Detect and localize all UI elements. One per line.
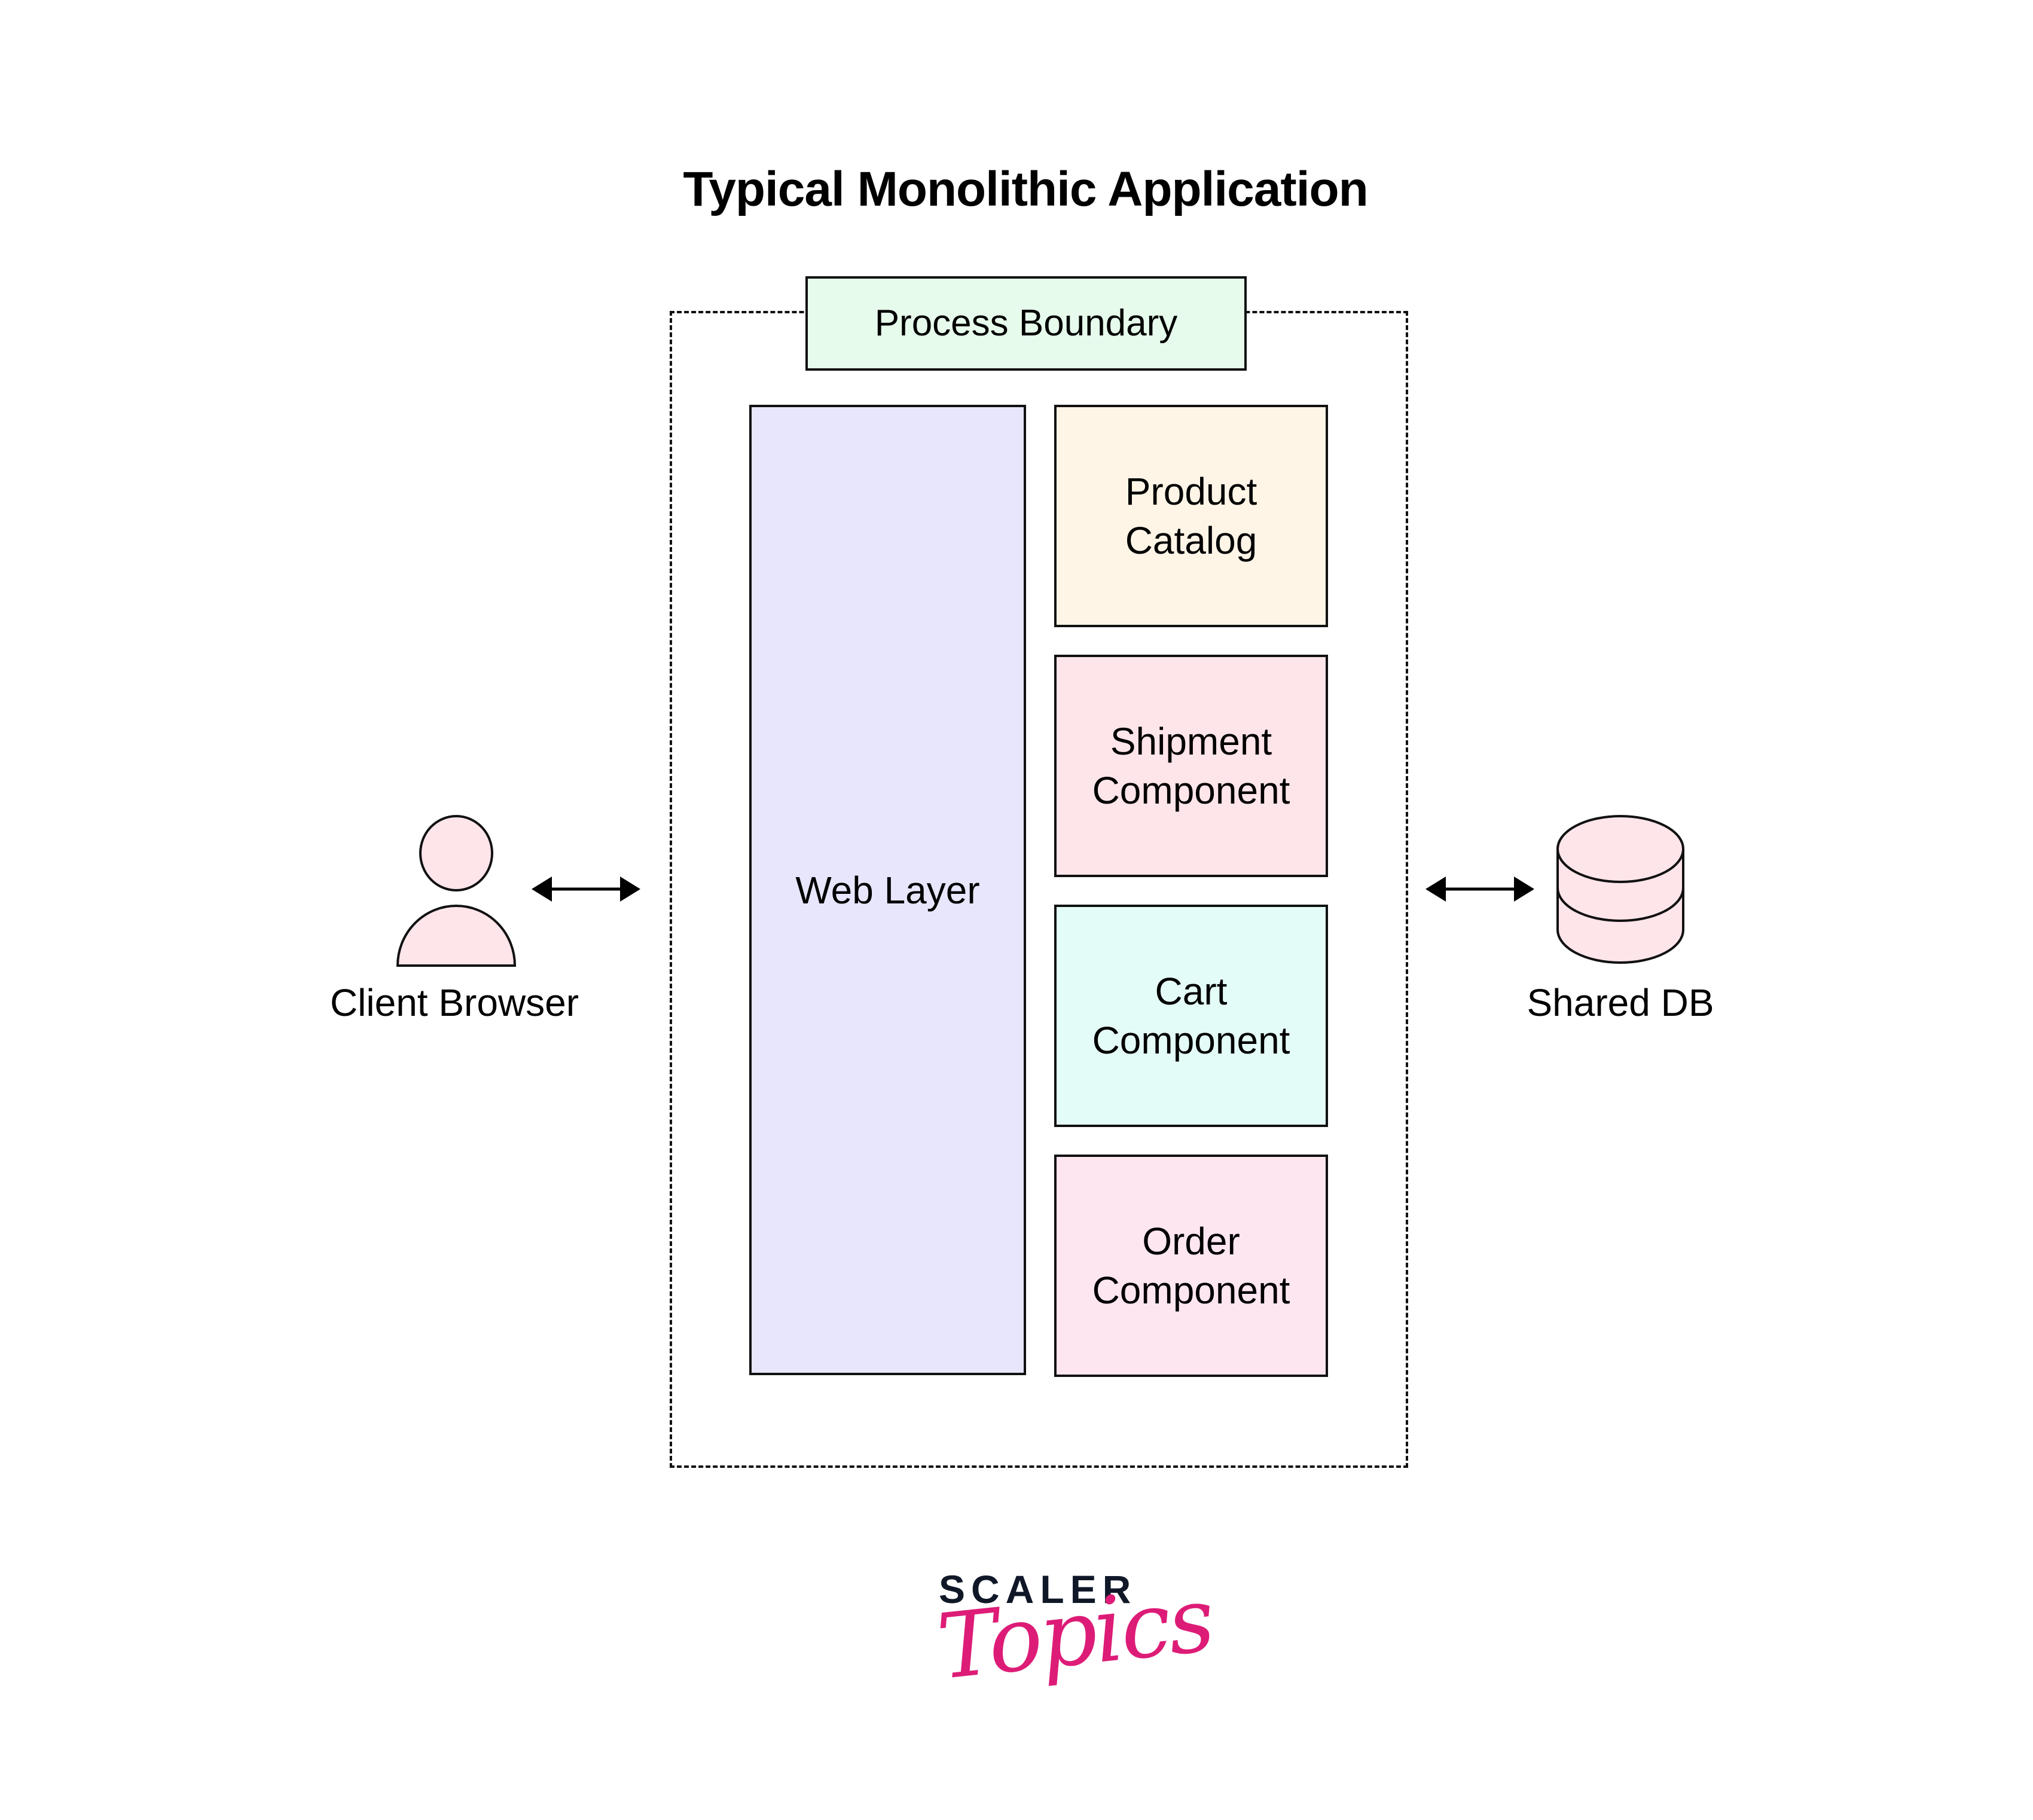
component-label-line2: Catalog bbox=[1125, 519, 1257, 562]
web-layer-box: Web Layer bbox=[749, 405, 1026, 1375]
component-label-line1: Product bbox=[1125, 470, 1257, 513]
bidirectional-arrow-icon bbox=[532, 877, 640, 902]
component-label-line2: Component bbox=[1092, 769, 1290, 812]
component-label-line2: Component bbox=[1092, 1269, 1290, 1312]
component-product-catalog: Product Catalog bbox=[1054, 405, 1328, 627]
client-browser-label: Client Browser bbox=[329, 981, 579, 1024]
component-shipment: Shipment Component bbox=[1054, 655, 1328, 877]
component-order: Order Component bbox=[1054, 1155, 1328, 1377]
database-icon bbox=[1556, 815, 1684, 964]
component-label-line1: Order bbox=[1142, 1220, 1240, 1263]
process-boundary-label: Process Boundary bbox=[805, 276, 1247, 371]
component-label-line1: Cart bbox=[1155, 970, 1228, 1013]
component-label-line1: Shipment bbox=[1110, 720, 1272, 763]
web-layer-label: Web Layer bbox=[795, 868, 980, 912]
bidirectional-arrow-icon bbox=[1425, 877, 1534, 902]
logo-scaler: SCALER bbox=[939, 1567, 1137, 1611]
diagram-title: Typical Monolithic Application bbox=[683, 162, 1368, 216]
shared-db-label: Shared DB bbox=[1527, 981, 1714, 1024]
component-label-line2: Component bbox=[1092, 1019, 1290, 1062]
component-cart: Cart Component bbox=[1054, 905, 1328, 1127]
person-icon bbox=[396, 815, 517, 967]
process-boundary-text: Process Boundary bbox=[874, 303, 1178, 344]
